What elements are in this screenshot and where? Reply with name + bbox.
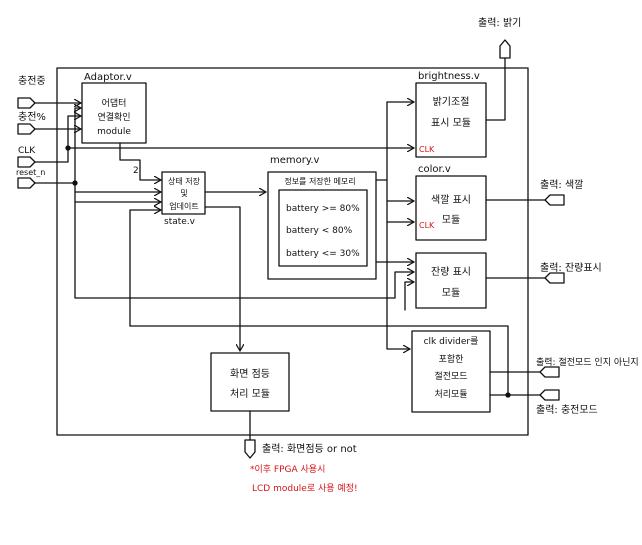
- wire-memory-trunk: [375, 179, 411, 349]
- clkdiv-line-1: clk divider를: [424, 336, 479, 347]
- output-remaining-label: 출력: 잔량표시: [540, 262, 602, 274]
- input-charge-level-label: 충전%: [18, 111, 46, 123]
- top-module-boundary: [56, 67, 529, 436]
- wire-state-to-screen: [204, 206, 240, 352]
- screen-box: [210, 352, 290, 412]
- output-screen-on-port: [244, 439, 256, 459]
- memory-condition-2: battery < 80%: [286, 226, 353, 236]
- color-box: [415, 175, 487, 241]
- brightness-line-1: 밝기조절: [433, 95, 470, 108]
- screen-line-1: 화면 점등: [230, 368, 270, 380]
- junction-clkdiv: [505, 392, 511, 398]
- output-power-save-port: [539, 366, 560, 378]
- color-module: color.v 색깔 표시 모듈 CLK: [415, 164, 487, 241]
- remaining-box: [415, 252, 487, 309]
- screen-line-2: 처리 모듈: [230, 388, 270, 400]
- output-brightness: 출력: 밝기: [478, 17, 521, 59]
- memory-file-label: memory.v: [270, 155, 320, 166]
- output-screen-on: 출력: 화면점등 or not: [244, 439, 357, 459]
- brightness-clk-pin: CLK: [419, 145, 435, 154]
- adapter-module: Adaptor.v 어댑터 연결확인 module: [81, 72, 147, 144]
- memory-condition-3: battery <= 30%: [286, 249, 360, 259]
- wire-to-remaining-lower: [404, 282, 415, 311]
- input-reset: reset_n: [16, 168, 45, 189]
- output-screen-on-label: 출력: 화면점등 or not: [262, 443, 357, 455]
- wire-reset-bus: [34, 108, 82, 184]
- memory-module: memory.v 정보를 저장한 메모리 battery >= 80% batt…: [267, 155, 377, 280]
- wire-feedback-loop: [129, 210, 162, 327]
- screen-module: 화면 점등 처리 모듈: [210, 352, 290, 412]
- memory-box: [267, 171, 377, 280]
- input-charging-label: 충전중: [18, 75, 46, 87]
- note-line-2: LCD module로 사용 예정!: [252, 483, 358, 494]
- input-clk-label: CLK: [18, 146, 36, 156]
- color-file-label: color.v: [418, 164, 451, 175]
- clkdiv-line-2: 포함한: [439, 354, 464, 365]
- output-remaining-port: [544, 272, 565, 284]
- input-charge-level: 충전%: [17, 111, 82, 135]
- output-charge-mode-port: [539, 389, 560, 401]
- state-file-label: state.v: [164, 217, 196, 227]
- state-line-2: 및: [180, 188, 187, 198]
- output-power-save-label: 출력: 절전모드 인지 아닌지: [536, 356, 639, 368]
- input-clk-port: [17, 156, 36, 168]
- state-box: [161, 171, 206, 215]
- wire-adapter-to-state: [119, 142, 162, 180]
- memory-title: 정보를 저장한 메모리: [284, 176, 355, 186]
- wire-brightness-out: [485, 57, 506, 121]
- wire-width-label: 2: [133, 166, 139, 176]
- color-clk-pin: CLK: [419, 221, 435, 230]
- note-line-1: *이후 FPGA 사용시: [250, 464, 325, 475]
- color-line-2: 모듈: [442, 214, 460, 226]
- adapter-line-2: 연결확인: [97, 111, 130, 123]
- remaining-line-1: 잔량 표시: [431, 266, 471, 278]
- state-module: 상태 저장 및 업데이트 state.v: [161, 171, 206, 227]
- color-line-1: 색깔 표시: [431, 194, 471, 206]
- adapter-line-1: 어댑터: [102, 98, 127, 109]
- output-color-port: [544, 194, 565, 206]
- input-charging: 충전중: [17, 75, 82, 109]
- output-remaining: 출력: 잔량표시: [540, 262, 602, 284]
- junction-reset: [72, 180, 78, 186]
- state-line-3: 업데이트: [169, 201, 198, 211]
- input-charge-level-port: [17, 123, 36, 135]
- remaining-module: 잔량 표시 모듈: [415, 252, 487, 309]
- state-line-1: 상태 저장: [168, 176, 201, 186]
- output-brightness-label: 출력: 밝기: [478, 17, 521, 29]
- input-charging-port: [17, 97, 36, 109]
- memory-condition-1: battery >= 80%: [286, 204, 360, 214]
- brightness-line-2: 표시 모듈: [431, 117, 471, 129]
- remaining-line-2: 모듈: [442, 287, 460, 299]
- clkdiv-line-4: 처리모듈: [434, 388, 467, 400]
- clk-divider-module: clk divider를 포함한 절전모드 처리모듈: [411, 330, 491, 413]
- output-color-label: 출력: 색깔: [540, 179, 583, 191]
- output-charge-mode-label: 출력: 충전모드: [536, 404, 598, 416]
- memory-conditions-box: [278, 189, 368, 267]
- output-brightness-port: [499, 39, 511, 59]
- output-color: 출력: 색깔: [540, 179, 583, 206]
- output-charge-mode: 출력: 충전모드: [536, 389, 598, 416]
- input-reset-label: reset_n: [16, 168, 45, 177]
- input-reset-port: [17, 177, 36, 189]
- adapter-file-label: Adaptor.v: [84, 72, 132, 83]
- brightness-module: brightness.v 밝기조절 표시 모듈 CLK: [415, 71, 487, 158]
- junction-clk: [65, 145, 71, 151]
- output-power-save: 출력: 절전모드 인지 아닌지: [536, 356, 639, 378]
- input-clk: CLK: [17, 146, 36, 168]
- adapter-line-3: module: [97, 127, 131, 137]
- brightness-file-label: brightness.v: [418, 71, 480, 82]
- wire-reset-to-state: [74, 182, 415, 299]
- clkdiv-line-3: 절전모드: [434, 370, 467, 382]
- adapter-box: [81, 82, 147, 144]
